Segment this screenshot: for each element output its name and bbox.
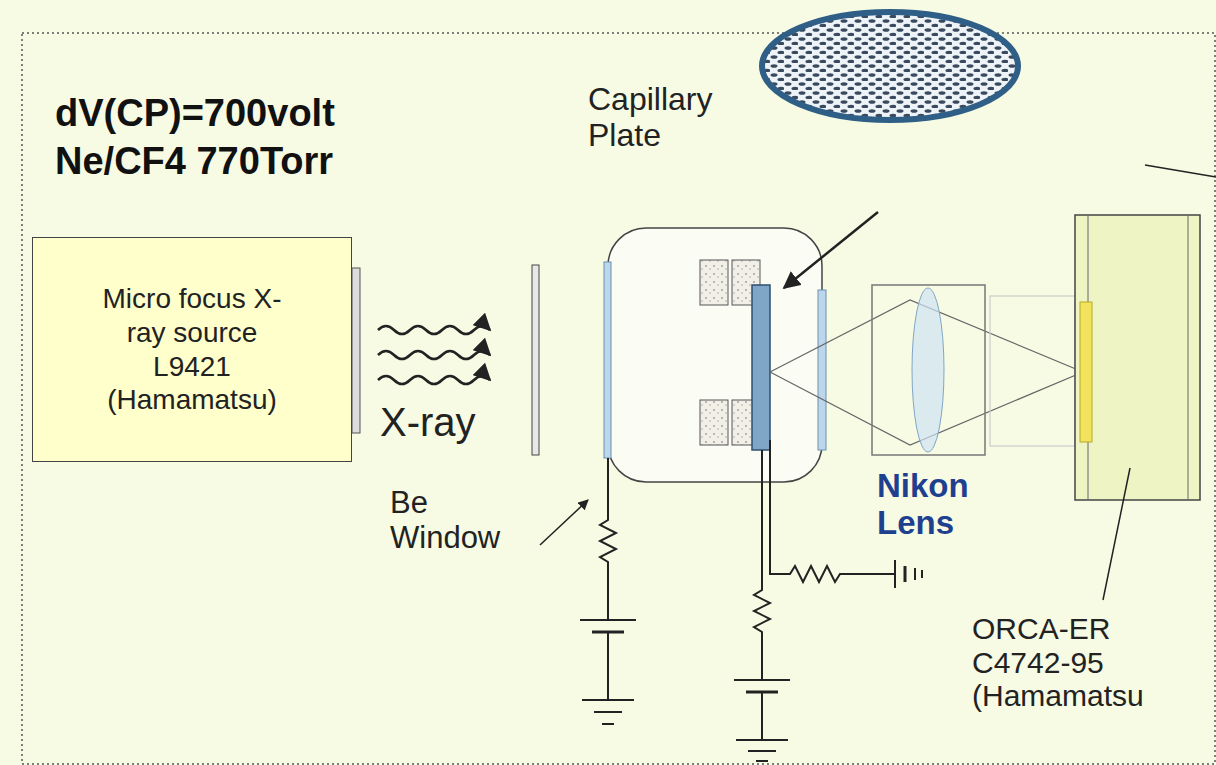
be-window-leader bbox=[540, 500, 588, 545]
diagram-label: Be Window bbox=[390, 486, 530, 555]
output-window bbox=[818, 290, 826, 450]
ccd-camera bbox=[1075, 215, 1200, 500]
xray-waves bbox=[378, 326, 490, 384]
diagram-label: X-ray bbox=[380, 400, 520, 445]
leader-line bbox=[1145, 165, 1216, 177]
diagram-label: dV(CP)=700volt bbox=[55, 92, 475, 135]
diagram-label: ORCA-ER C4742-95 (Hamamatsu bbox=[972, 612, 1204, 713]
source-box: Micro focus X-ray source L9421 (Hamamats… bbox=[32, 237, 352, 462]
lens-housing bbox=[872, 285, 985, 455]
camera-leader bbox=[1103, 468, 1130, 600]
camera-back bbox=[1188, 215, 1189, 500]
frame-border bbox=[22, 33, 1215, 764]
diagram-label: Nikon Lens bbox=[877, 468, 1007, 542]
inset-arrow bbox=[784, 212, 878, 288]
diagram-label: Capillary Plate bbox=[588, 82, 738, 154]
be-window bbox=[604, 262, 611, 458]
lens-element bbox=[912, 288, 944, 452]
gas-chamber bbox=[608, 228, 822, 482]
ccd-sensor bbox=[1080, 302, 1092, 442]
source-window bbox=[352, 268, 360, 433]
lens-adapter bbox=[990, 296, 1075, 446]
bias-circuit bbox=[580, 440, 922, 761]
node-text: Micro focus X-ray source L9421 (Hamamats… bbox=[92, 282, 292, 416]
spacer-blocks bbox=[700, 260, 760, 445]
capillary-plate bbox=[752, 285, 770, 450]
filter-plate bbox=[532, 265, 539, 455]
capillary-inset bbox=[762, 12, 1018, 120]
diagram-label: Ne/CF4 770Torr bbox=[55, 140, 475, 183]
